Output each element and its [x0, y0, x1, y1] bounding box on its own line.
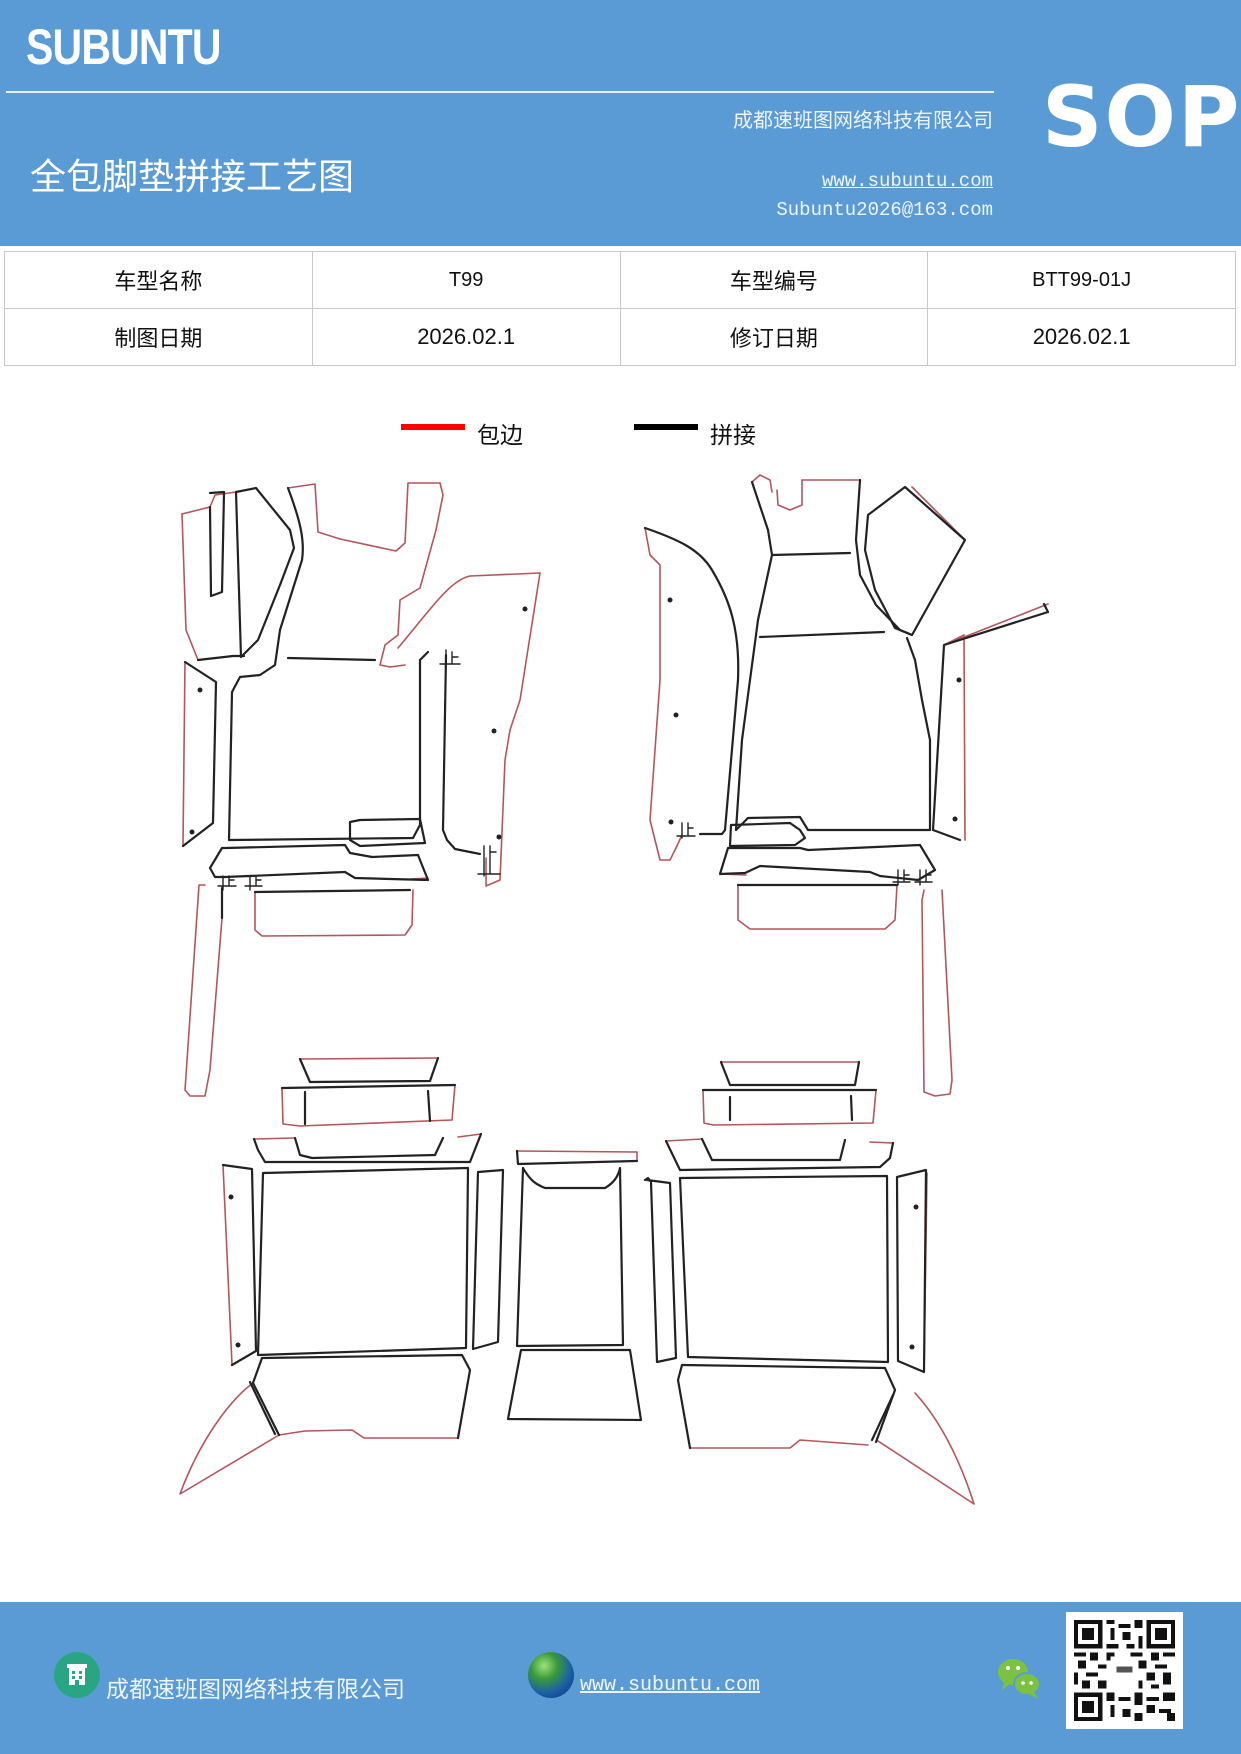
revision-date-value: 2026.02.1 — [927, 308, 1236, 366]
revision-date-label: 修订日期 — [619, 308, 929, 366]
footer-website-link[interactable]: www.subuntu.com — [580, 1674, 761, 1697]
legend-item-binding: 包边 — [401, 402, 523, 450]
footer-banner: 成都速班图网络科技有限公司 www.subuntu.com — [0, 1602, 1241, 1754]
brand-logo: SUBUNTU — [26, 19, 222, 75]
legend: 包边 拼接 — [0, 402, 1241, 449]
footer-company-name: 成都速班图网络科技有限公司 — [106, 1677, 405, 1703]
website-link[interactable]: www.subuntu.com — [821, 170, 993, 192]
building-icon — [54, 1652, 100, 1698]
sop-badge: SOP — [1042, 68, 1241, 166]
model-code-value: BTT99-01J — [927, 251, 1236, 309]
mount-holes — [189, 597, 962, 1350]
email-address: Subuntu2026@163.com — [776, 199, 993, 221]
model-name-label: 车型名称 — [4, 251, 313, 309]
legend-label: 拼接 — [710, 423, 756, 449]
model-name-value: T99 — [311, 251, 621, 309]
model-code-label: 车型编号 — [619, 251, 929, 309]
black-line-swatch — [634, 424, 698, 430]
header-divider — [6, 91, 994, 93]
drawing-date-label: 制图日期 — [4, 308, 313, 366]
qr-code[interactable] — [1066, 1612, 1183, 1729]
table-row: 制图日期 2026.02.1 修订日期 2026.02.1 — [4, 308, 1236, 366]
globe-icon — [528, 1652, 574, 1698]
red-line-swatch — [401, 424, 465, 430]
splice-edges — [181, 478, 1050, 1450]
wechat-icon — [998, 1659, 1041, 1699]
header-banner: SUBUNTU 全包脚垫拼接工艺图 成都速班图网络科技有限公司 www.subu… — [0, 0, 1241, 246]
vehicle-info-table: 车型名称 T99 车型编号 BTT99-01J 制图日期 2026.02.1 修… — [4, 251, 1236, 366]
stop-marks — [217, 649, 933, 891]
floor-mat-pattern-drawing — [179, 474, 1050, 1505]
legend-item-splice: 拼接 — [634, 402, 756, 450]
drawing-date-value: 2026.02.1 — [311, 308, 621, 366]
company-name: 成都速班图网络科技有限公司 — [733, 108, 993, 132]
table-row: 车型名称 T99 车型编号 BTT99-01J — [4, 251, 1236, 309]
document-title: 全包脚垫拼接工艺图 — [30, 157, 355, 198]
legend-label: 包边 — [477, 423, 523, 449]
